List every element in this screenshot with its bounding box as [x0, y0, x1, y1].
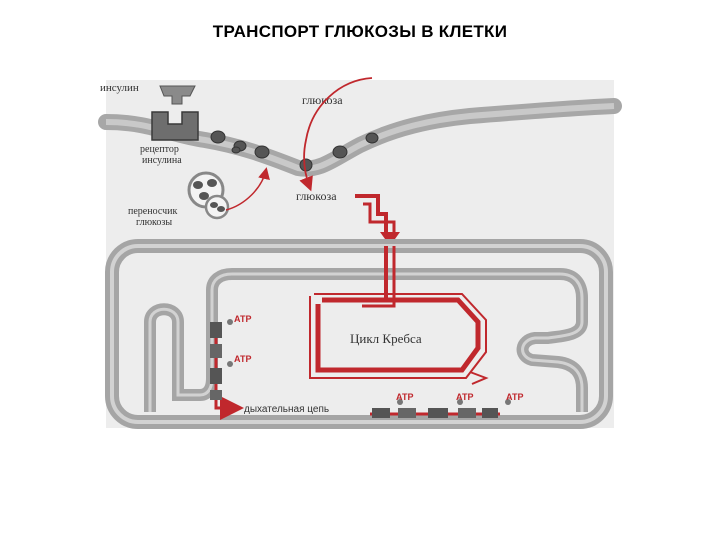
insulin-receptor-label-1: рецептор	[140, 144, 179, 155]
glucose-carrier-label-2: глюкозы	[136, 217, 172, 228]
slide-title: ТРАНСПОРТ ГЛЮКОЗЫ В КЛЕТКИ	[212, 22, 508, 41]
membrane-proteins	[210, 130, 379, 172]
glucose-outside-label: глюкоза	[302, 93, 343, 107]
glucose-entry-arrow	[299, 77, 373, 192]
glycolysis-pathway	[355, 194, 396, 234]
krebs-cycle-label: Цикл Кребса	[350, 331, 422, 346]
atp-label-1: АТР	[234, 314, 252, 324]
atp-label-4: АТР	[456, 392, 474, 402]
respiratory-chain-label: дыхательная цепь	[244, 404, 329, 415]
insulin-receptor-label-2: инсулина	[142, 155, 182, 166]
atp-label-5: АТР	[506, 392, 524, 402]
glucose-carrier-label-1: переносчик	[128, 206, 177, 217]
krebs-cycle-loop	[315, 297, 481, 373]
atp-label-2: АТР	[234, 354, 252, 364]
glucose-inside-label: глюкоза	[296, 189, 337, 203]
insulin-receptor	[151, 111, 199, 141]
atp-label-3: АТР	[396, 392, 414, 402]
glucose-carrier-vesicle	[187, 171, 230, 220]
insulin-label: инсулин	[100, 82, 139, 94]
atp-markers	[227, 319, 511, 405]
vesicle-translocation-arrow	[225, 167, 270, 211]
insulin-molecule	[159, 85, 196, 105]
respiratory-chain	[210, 322, 500, 420]
